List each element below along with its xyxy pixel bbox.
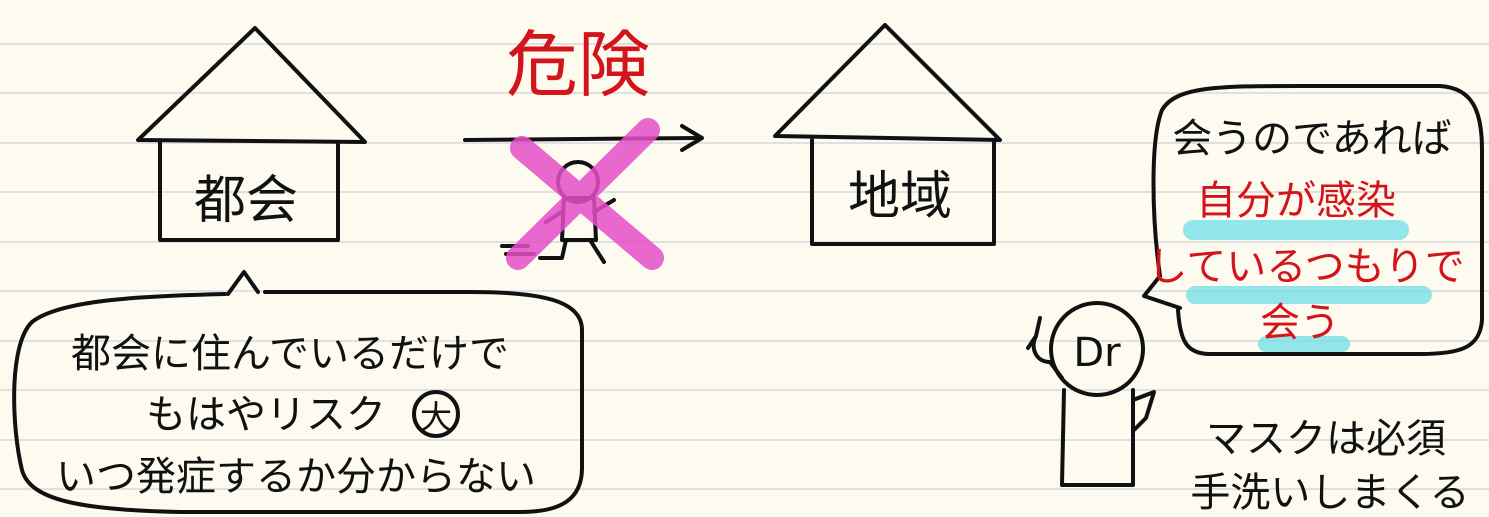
city-house: 都会 [136,26,367,242]
doctor-body [1060,388,1135,487]
highlight-2 [1186,286,1432,304]
city-speech-bubble: 都会に住んでいるだけで もはやリスク 大 いつ発症するか分からない [12,270,584,514]
doctor-note-1: マスクは必須 [1206,416,1446,462]
doctor-bubble-line4: 会う [1260,300,1340,346]
pointing-hand [1026,316,1052,364]
doctor-head [1049,301,1145,397]
highlight-1 [1183,220,1409,240]
highlight-3 [1258,336,1350,352]
city-bubble-circled: 大 [420,398,452,436]
doctor-speech-bubble: 会うのであれば 自分が感染 しているつもりで 会う [1142,84,1484,356]
region-house: 地域 [773,23,1002,246]
city-house-label: 都会 [194,171,298,231]
doctor-bubble-line2: 自分が感染 [1196,178,1396,224]
doctor-bubble-line3: しているつもりで [1147,244,1464,290]
city-bubble-line1: 都会に住んでいるだけで [71,331,509,377]
travel-arrow [463,124,704,152]
region-house-label: 地域 [848,167,952,227]
forbidden-cross [506,118,664,270]
city-bubble-line3: いつ発症するか分からない [56,454,536,500]
large-circle-mark [412,390,460,438]
doctor-bubble-line1: 会うのであれば [1172,116,1452,162]
doctor-figure: Dr [1026,301,1156,487]
danger-title: 危険 [506,23,650,107]
city-bubble-line2: もはやリスク [146,392,386,438]
ruled-lines [0,43,1489,490]
doctor-note-2: 手洗いしまくる [1190,470,1469,516]
doctor-label: Dr [1073,330,1121,376]
